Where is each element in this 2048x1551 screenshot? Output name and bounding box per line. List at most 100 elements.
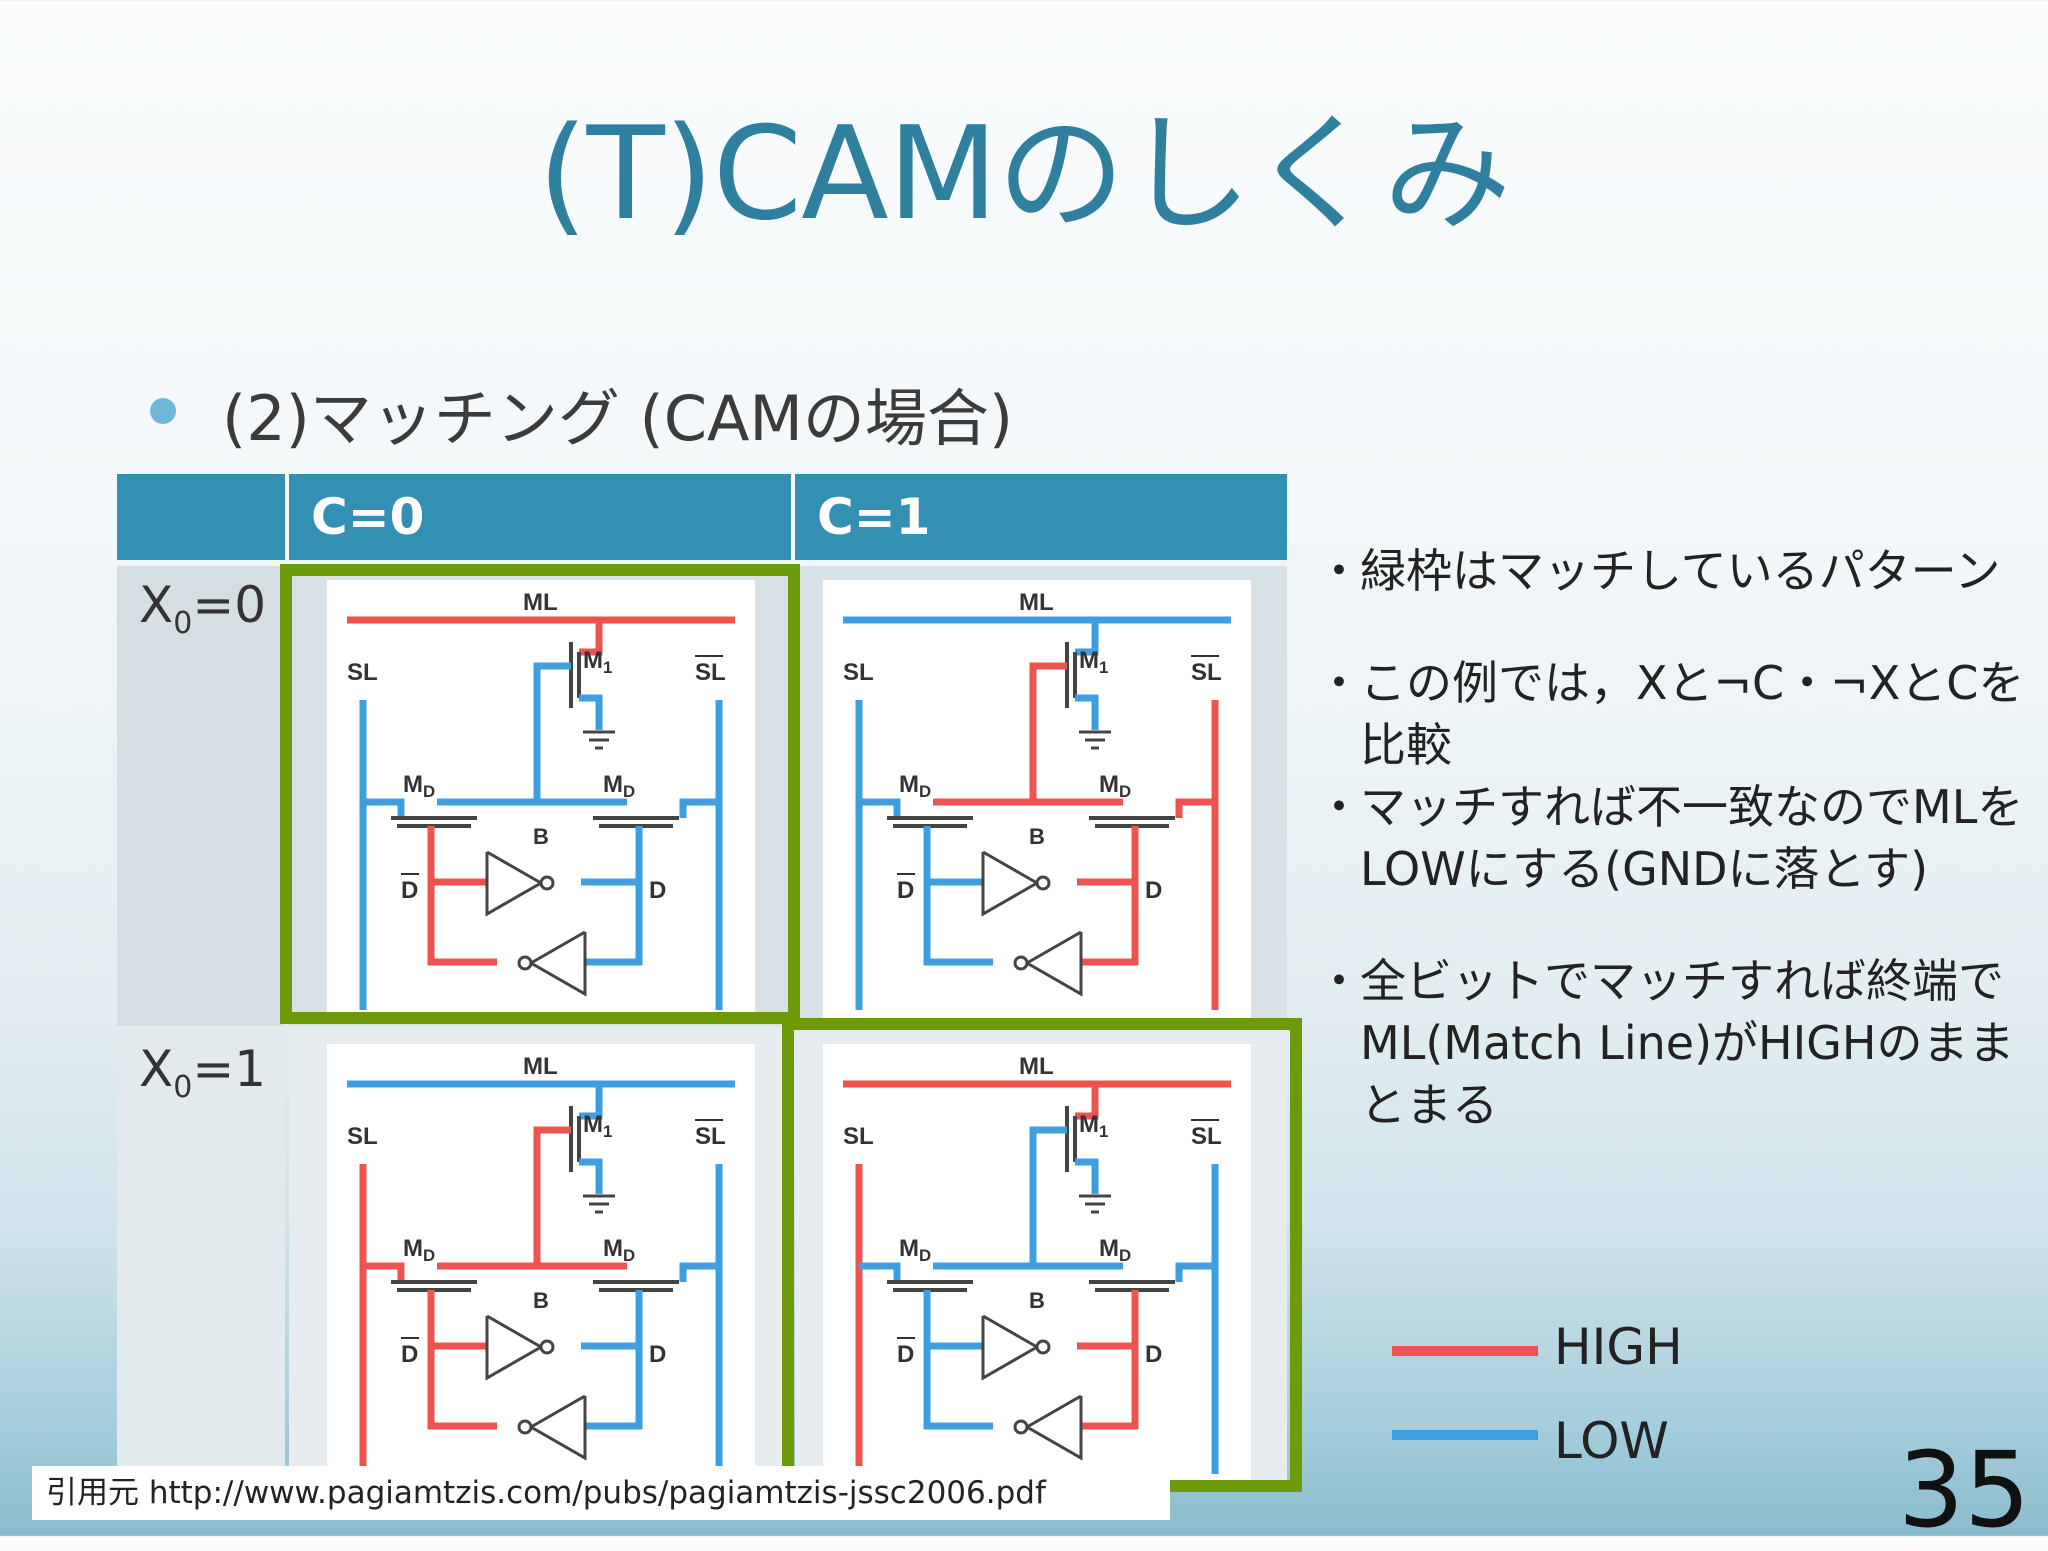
m1-source (1075, 1158, 1099, 1194)
label-dbar: D (897, 1341, 914, 1368)
d-node (1081, 1290, 1139, 1430)
slbar-to-right-gate (679, 1262, 719, 1282)
dbar-node (427, 826, 497, 966)
label-md-left: MD (899, 771, 931, 801)
m1-source (579, 1158, 603, 1194)
inverter-1-bubble (1035, 875, 1051, 891)
label-b: B (1029, 824, 1045, 849)
note-mismatch: マッチすれば不一致なのでMLをLOWにする(GNDに落とす) (1316, 776, 2030, 900)
ml-drop (1075, 620, 1099, 656)
label-b: B (533, 1288, 549, 1313)
label-md-right: MD (1099, 771, 1131, 801)
header-separator (285, 474, 289, 560)
inverter-1-bubble (539, 1339, 555, 1355)
b-to-m1-gate (1029, 662, 1067, 802)
label-dbar: D (401, 1341, 418, 1368)
b-to-m1-gate (1029, 1126, 1067, 1266)
sl-to-left-gate (859, 798, 901, 818)
match-frame-x0-c0 (280, 564, 800, 1024)
col-header-c0: C=0 (311, 488, 425, 546)
inverter-2-bubble (517, 1419, 533, 1435)
d-node (585, 826, 643, 966)
label-b: B (1029, 1288, 1045, 1313)
ml-drop (579, 1084, 603, 1120)
label-slbar: SL (1191, 659, 1222, 686)
slide-title: (T)CAMのしくみ (537, 100, 1512, 249)
label-md-left: MD (403, 1235, 435, 1265)
label-m1: M1 (1079, 647, 1108, 677)
note-compare: この例では，Xと¬C・¬XとCを比較 (1316, 652, 2030, 776)
inverter-2 (1023, 1394, 1083, 1461)
d-node (585, 1290, 643, 1430)
page-number: 35 (1898, 1429, 2031, 1551)
col-header-c1: C=1 (817, 488, 931, 546)
bullet-dot (150, 398, 176, 424)
inverter-2 (527, 930, 587, 997)
label-sl: SL (347, 1123, 378, 1150)
label-d: D (649, 877, 666, 904)
sl-to-left-gate (363, 1262, 405, 1282)
inverter-2-bubble (1013, 1419, 1029, 1435)
slbar-to-right-gate (1175, 1262, 1215, 1282)
inverter-2-bubble (517, 955, 533, 971)
citation: 引用元 http://www.pagiamtzis.com/pubs/pagia… (32, 1466, 1170, 1520)
label-md-right: MD (603, 1235, 635, 1265)
d-node (1081, 826, 1139, 966)
label-m1: M1 (583, 1111, 612, 1141)
m1-source (579, 694, 603, 730)
inverter-2 (1023, 930, 1083, 997)
label-dbar: D (897, 877, 914, 904)
inverter-1-bubble (1035, 1339, 1051, 1355)
label-ml: ML (523, 1053, 558, 1080)
label-sl: SL (347, 659, 378, 686)
dbar-node (923, 1290, 993, 1430)
match-frame-x1-c1 (782, 1018, 1302, 1492)
row-header-x0-0: X0=0 (117, 566, 285, 1026)
legend-low-swatch (1392, 1430, 1538, 1440)
sl-to-left-gate (363, 798, 405, 818)
label-md-right: MD (603, 771, 635, 801)
label-d: D (1145, 1341, 1162, 1368)
label-d: D (649, 1341, 666, 1368)
bullet-text: (2)マッチング (CAMの場合) (222, 382, 1014, 455)
inverter-1 (981, 850, 1041, 917)
inverter-1-bubble (539, 875, 555, 891)
dbar-node (427, 1290, 497, 1430)
slbar-to-right-gate (679, 798, 719, 818)
legend-low-label: LOW (1554, 1412, 1669, 1470)
ml-drop (1075, 1084, 1099, 1120)
label-ml: ML (1019, 589, 1054, 616)
label-b: B (533, 824, 549, 849)
notes: 緑枠はマッチしているパターン この例では，Xと¬C・¬XとCを比較 マッチすれば… (1316, 540, 2030, 1136)
table-header: C=0 C=1 (117, 474, 1287, 560)
b-to-m1-gate (533, 1126, 571, 1266)
inverter-2-bubble (1013, 955, 1029, 971)
m1-source (1075, 694, 1099, 730)
row-header-x0-1: X0=1 (117, 1030, 285, 1488)
inverter-2 (527, 1394, 587, 1461)
label-ml: ML (1019, 1053, 1054, 1080)
dbar-node (923, 826, 993, 966)
ml-drop (579, 620, 603, 656)
label-sl: SL (843, 659, 874, 686)
slbar-to-right-gate (1175, 798, 1215, 818)
inverter-1 (485, 1314, 545, 1381)
b-to-m1-gate (533, 662, 571, 802)
inverter-1 (981, 1314, 1041, 1381)
legend-high-swatch (1392, 1346, 1538, 1356)
label-ml: ML (523, 589, 558, 616)
label-slbar: SL (1191, 1123, 1222, 1150)
sl-to-left-gate (859, 1262, 901, 1282)
header-separator (791, 474, 795, 560)
note-match-frame: 緑枠はマッチしているパターン (1316, 540, 2030, 602)
label-d: D (1145, 877, 1162, 904)
label-sl: SL (843, 1123, 874, 1150)
note-all-match: 全ビットでマッチすれば終端でML(Match Line)がHIGHのままとまる (1316, 950, 2030, 1136)
label-dbar: D (401, 877, 418, 904)
label-slbar: SL (695, 1123, 726, 1150)
